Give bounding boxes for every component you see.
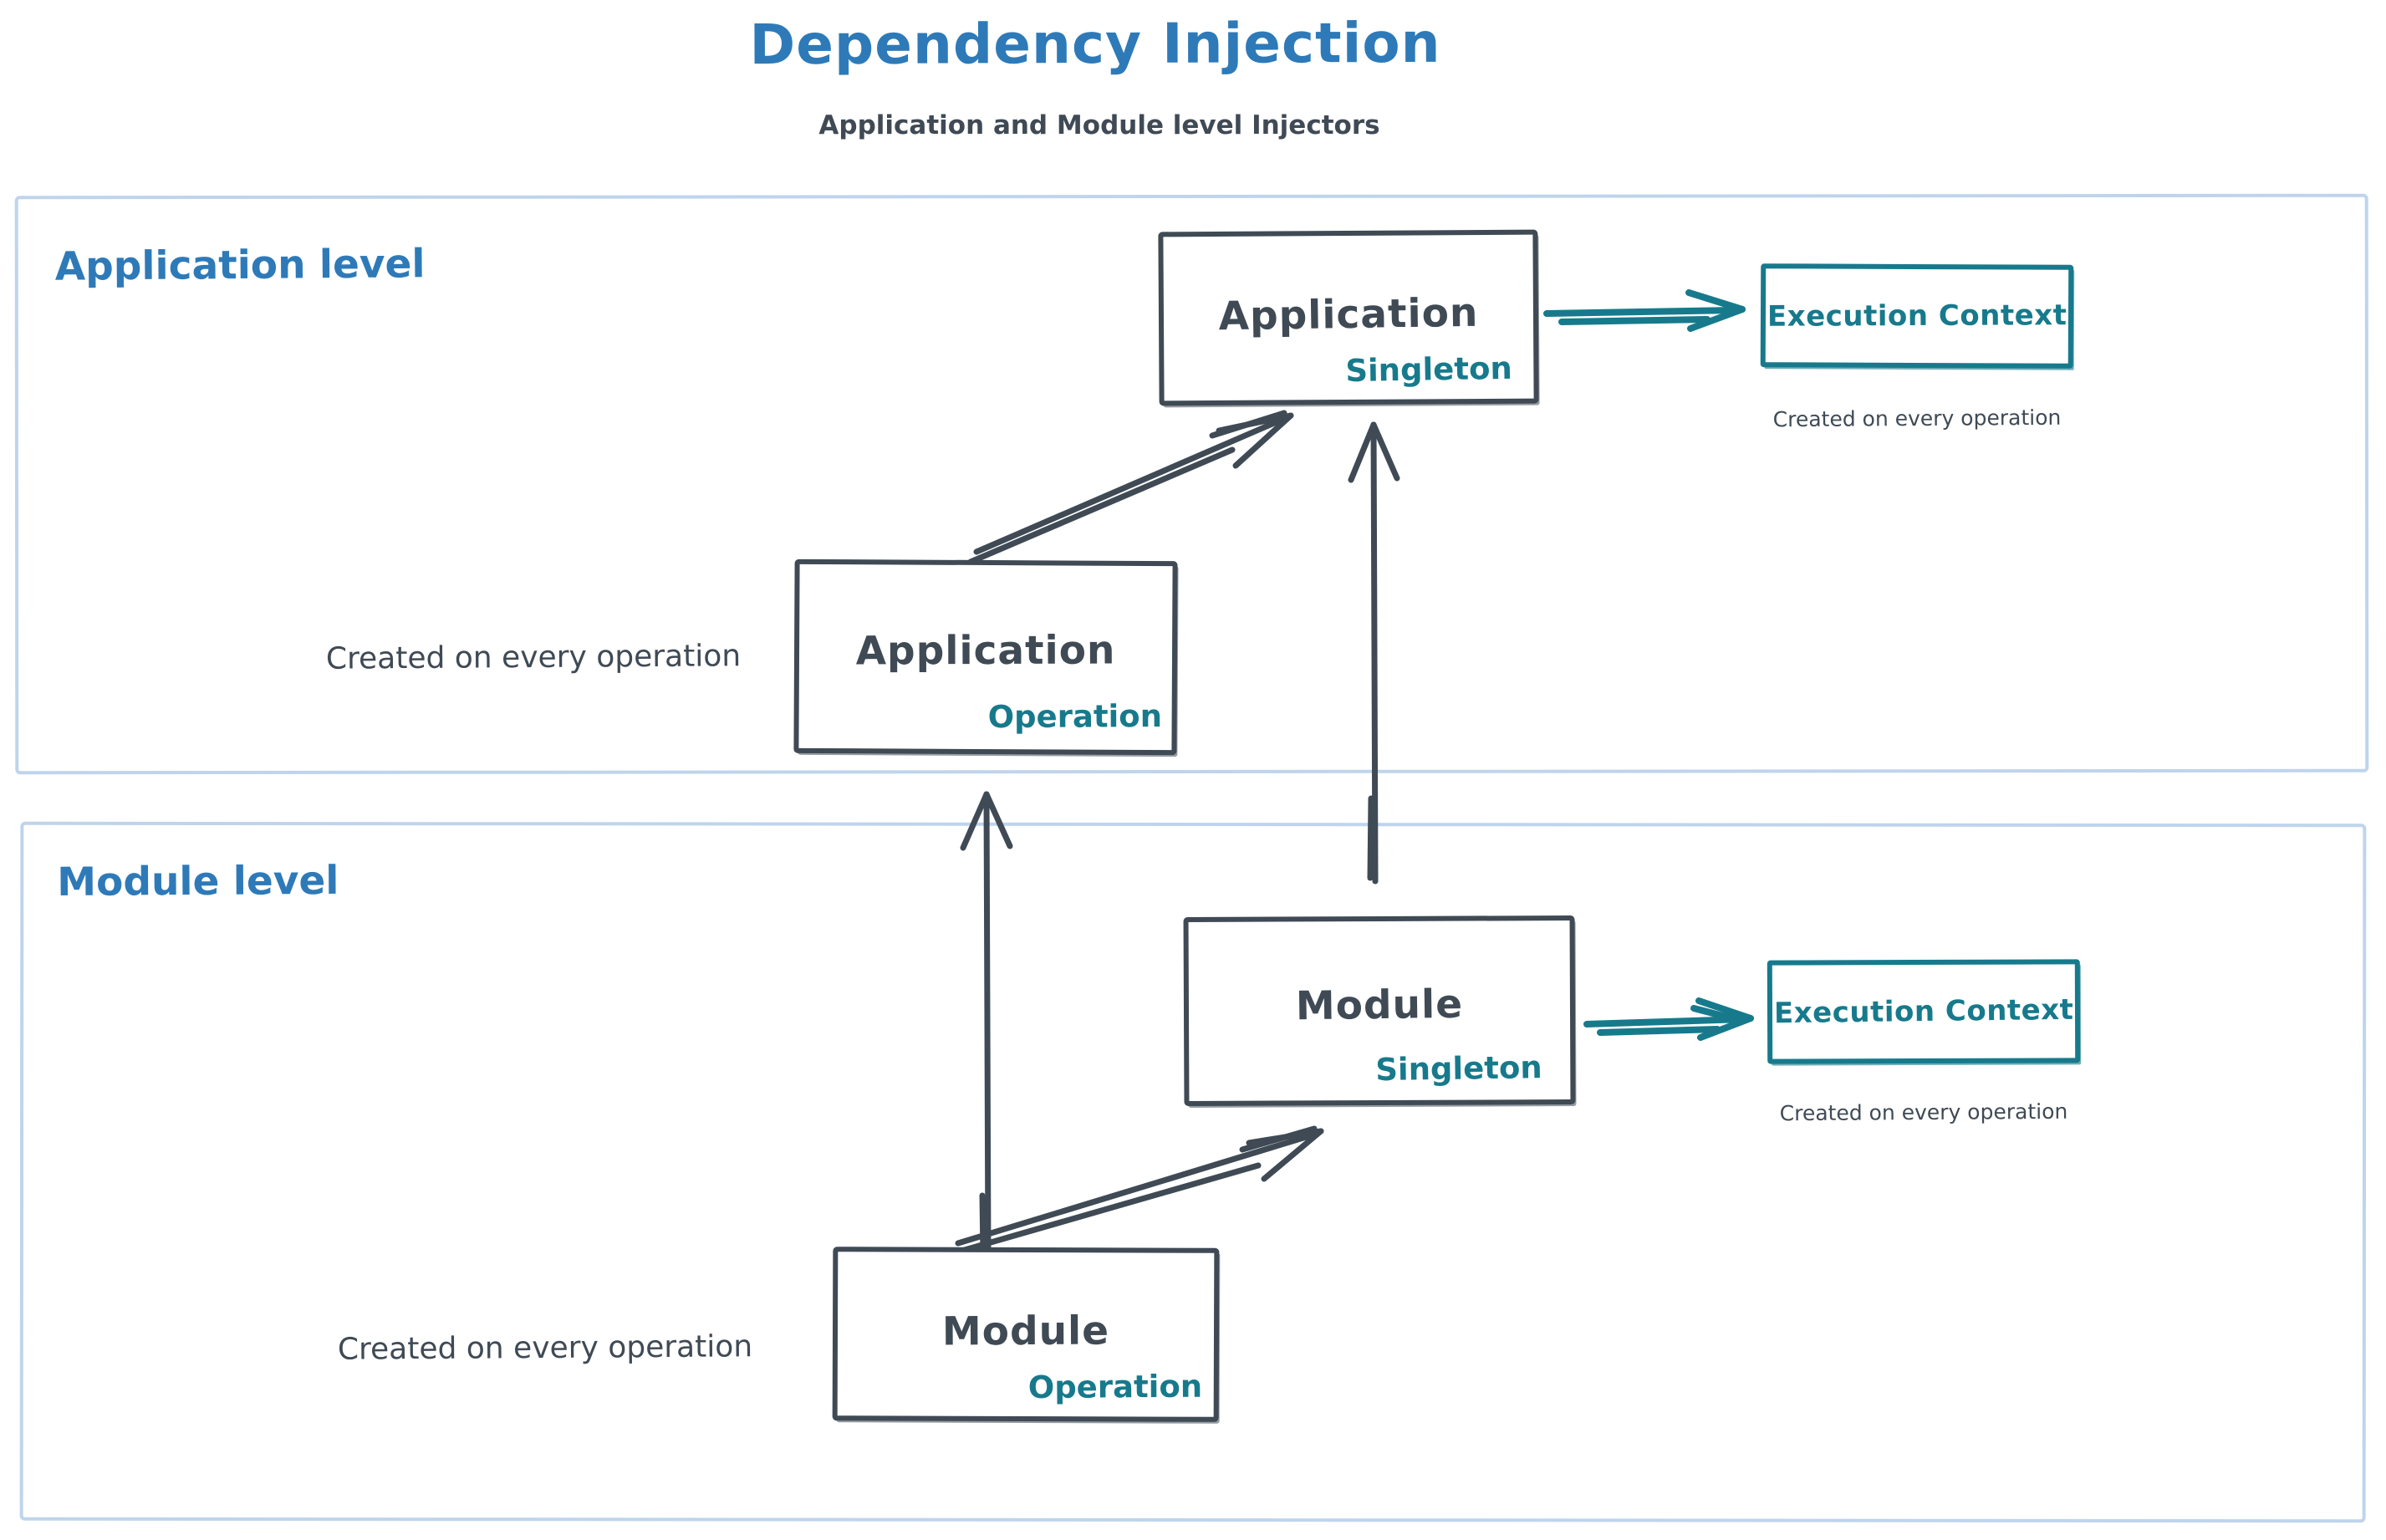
diagram-subtitle: Application and Module level Injectors bbox=[818, 110, 1380, 140]
execution-context-note-application: Created on every operation bbox=[1772, 405, 2062, 432]
execution-context-box-module: Execution Context bbox=[1767, 959, 2081, 1064]
operation-note-application: Created on every operation bbox=[325, 639, 742, 676]
box-title: Application bbox=[855, 627, 1116, 675]
module-singleton-box: Module Singleton bbox=[1183, 915, 1576, 1107]
box-title: Application bbox=[1218, 289, 1479, 339]
application-level-label: Application level bbox=[54, 241, 426, 290]
module-operation-box: Module Operation bbox=[832, 1247, 1220, 1422]
box-title: Module bbox=[1295, 981, 1464, 1030]
application-operation-box: Application Operation bbox=[793, 558, 1178, 756]
operation-note-module: Created on every operation bbox=[337, 1329, 753, 1367]
application-singleton-box: Application Singleton bbox=[1158, 229, 1539, 406]
diagram-title: Dependency Injection bbox=[749, 10, 1441, 78]
box-scope-label: Operation bbox=[1027, 1368, 1202, 1406]
box-scope-label: Singleton bbox=[1344, 349, 1512, 390]
box-scope-label: Singleton bbox=[1374, 1049, 1542, 1089]
execution-context-label: Execution Context bbox=[1767, 298, 2067, 334]
execution-context-label: Execution Context bbox=[1773, 992, 2074, 1031]
execution-context-note-module: Created on every operation bbox=[1779, 1099, 2068, 1126]
box-scope-label: Operation bbox=[987, 698, 1162, 736]
execution-context-box-application: Execution Context bbox=[1760, 263, 2074, 369]
module-level-label: Module level bbox=[57, 857, 339, 905]
box-title: Module bbox=[941, 1308, 1110, 1355]
